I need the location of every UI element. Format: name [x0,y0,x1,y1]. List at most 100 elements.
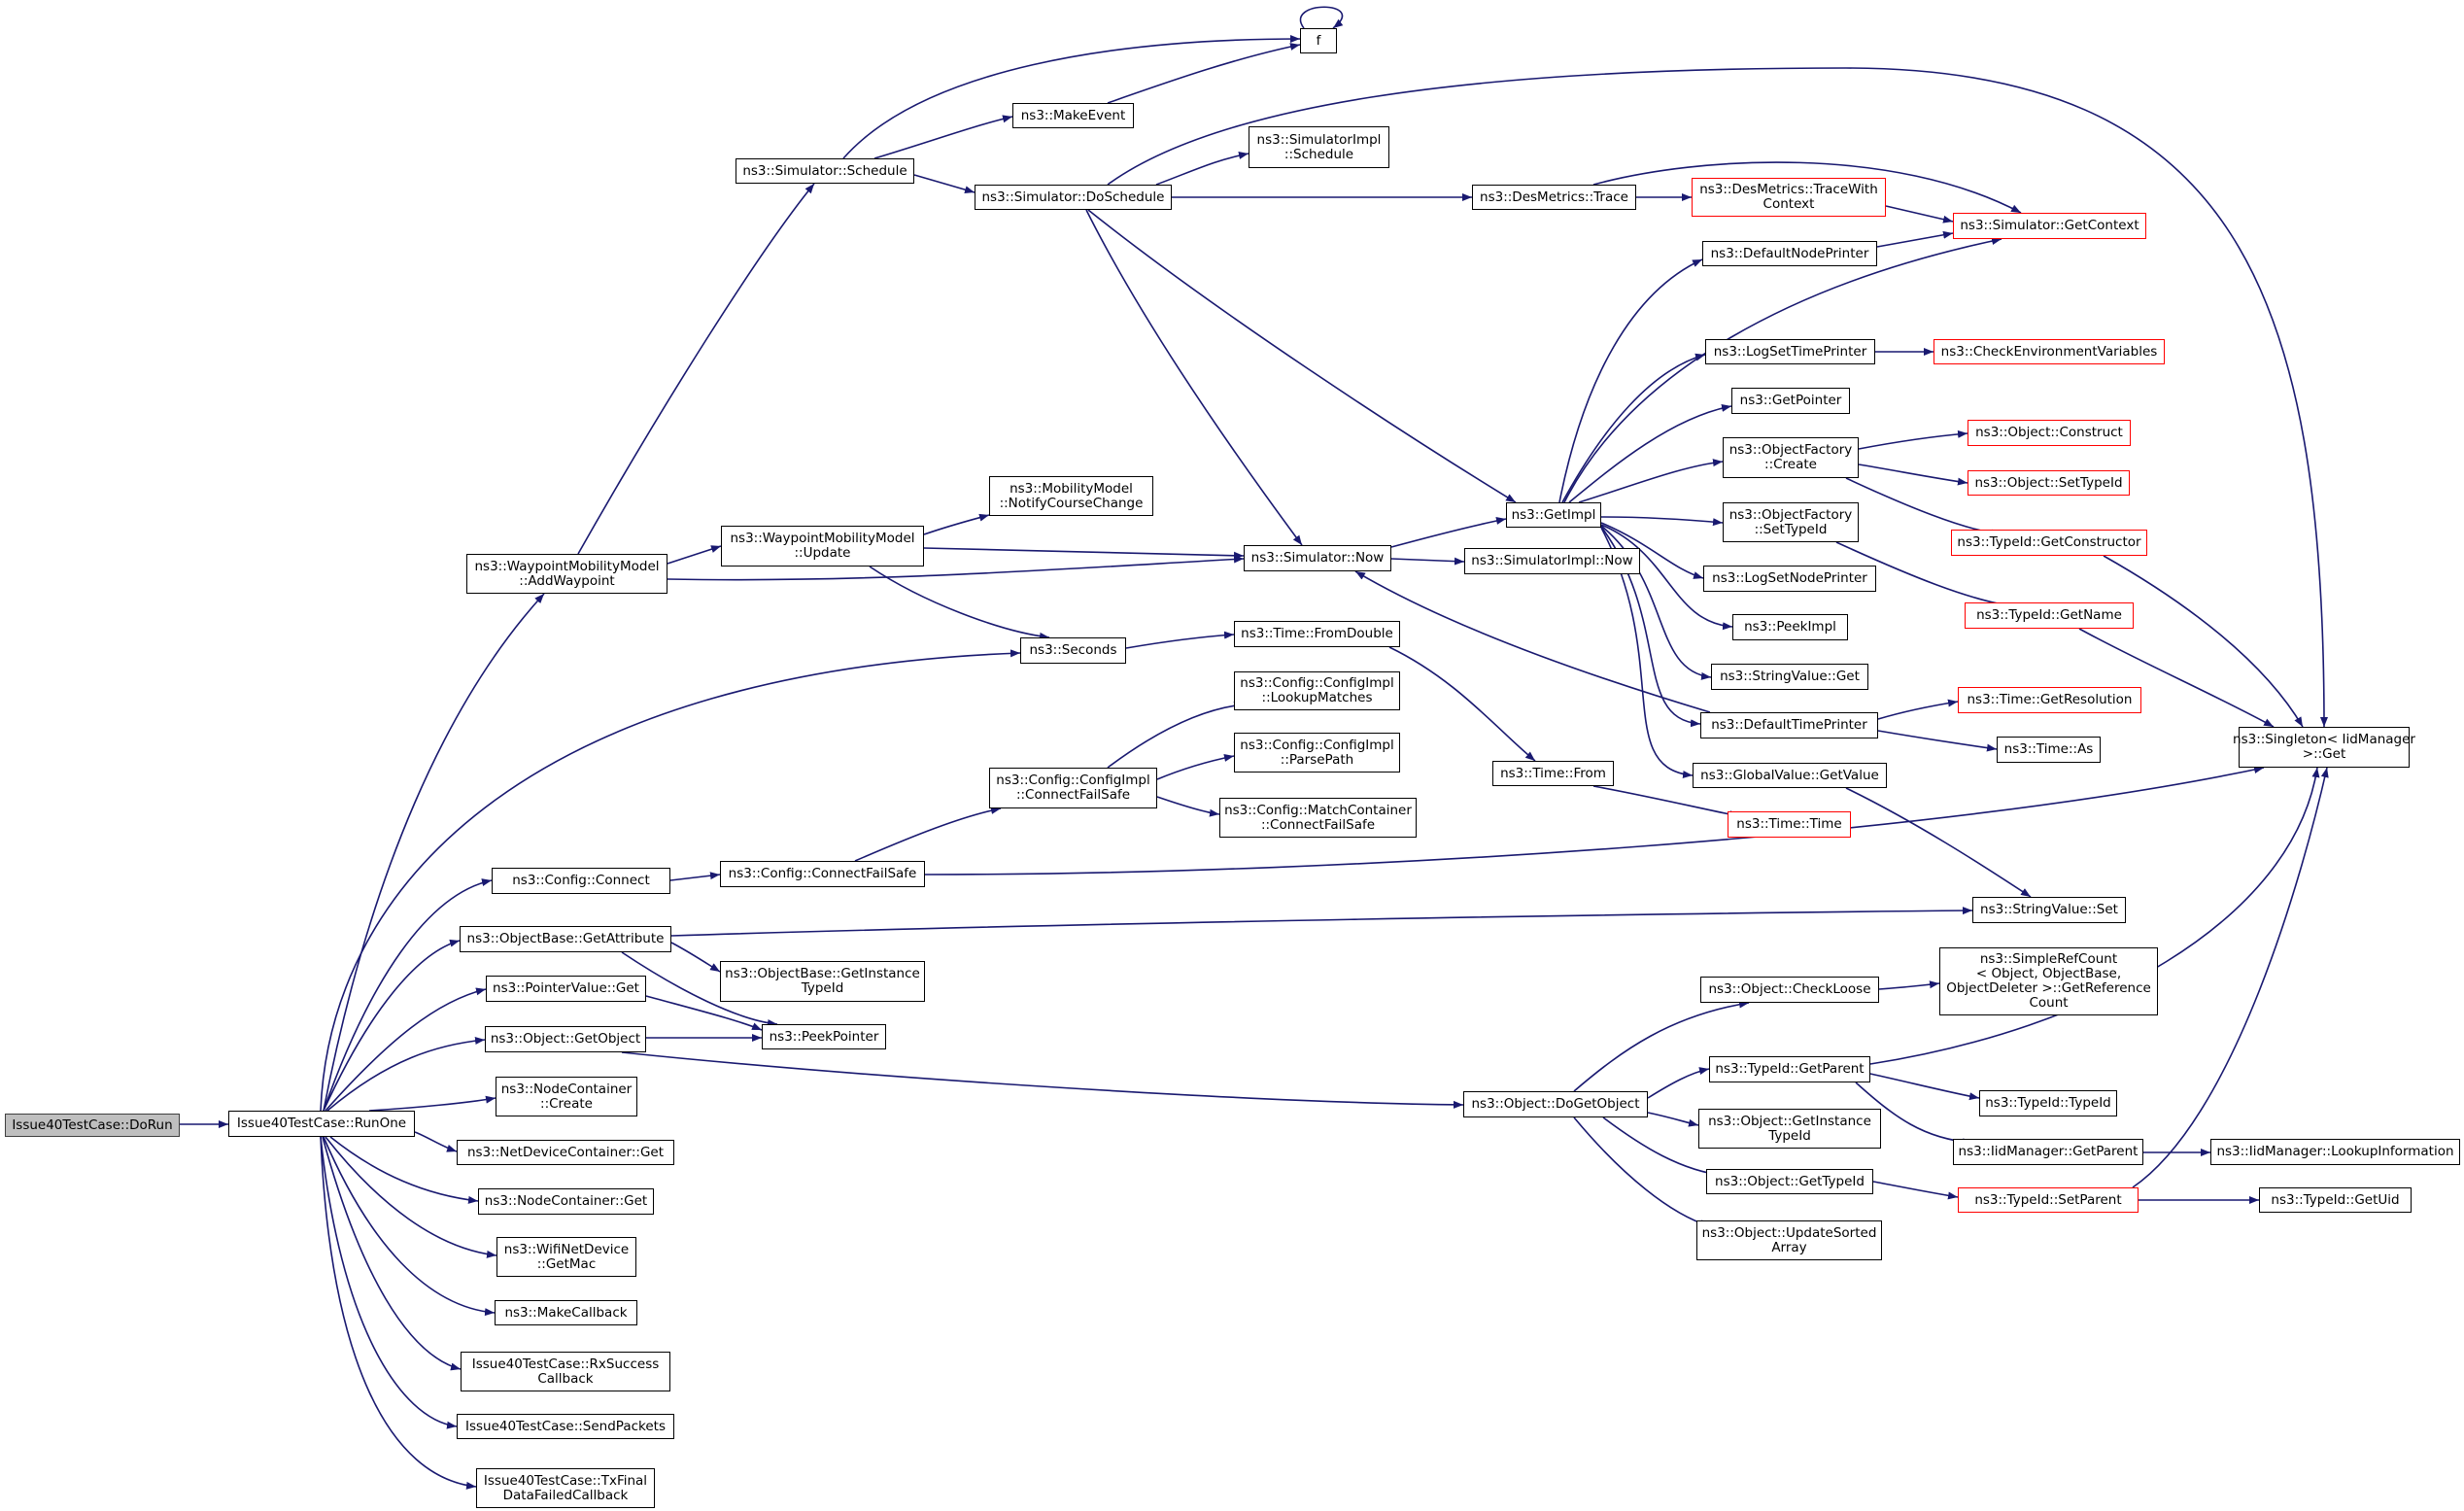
node-wifigetmac[interactable]: ns3::WifiNetDevice::GetMac [496,1237,636,1277]
node-cfgimplconnect[interactable]: ns3::Config::ConfigImpl::ConnectFailSafe [989,768,1157,808]
node-cfgconnectfs[interactable]: ns3::Config::ConnectFailSafe [720,861,925,887]
node-label-line: ns3::TypeId::GetUid [2271,1191,2400,1208]
node-schedule[interactable]: ns3::Simulator::Schedule [736,158,914,184]
node-label-line: ns3::Config::ConnectFailSafe [728,866,917,881]
node-cfgconnect[interactable]: ns3::Config::Connect [492,868,670,894]
node-dorun[interactable]: Issue40TestCase::DoRun [5,1114,180,1137]
node-simimplschedule[interactable]: ns3::SimulatorImpl::Schedule [1249,126,1389,168]
node-objfactsettypeid[interactable]: ns3::ObjectFactory::SetTypeId [1723,502,1859,542]
node-getimpl[interactable]: ns3::GetImpl [1506,502,1601,528]
node-wpmupdate[interactable]: ns3::WaypointMobilityModel::Update [721,526,924,567]
edge-runone-to-cfgconnect [323,878,493,1112]
call-edges [180,6,2329,1490]
edge-schedule-to-f [842,35,1301,159]
node-parsepath[interactable]: ns3::Config::ConfigImpl::ParsePath [1234,733,1400,773]
edge-getimpl-to-defnodeprinter [1558,258,1703,503]
node-label-line: ns3::PeekPointer [769,1028,879,1045]
edge-typeidgetparent-to-typeidtypeid [1869,1073,1980,1101]
node-objgettypeid[interactable]: ns3::Object::GetTypeId [1706,1169,1873,1194]
node-label-line: ::ConnectFailSafe [1015,787,1131,803]
edge-cfgimplconnect-to-matchcontainer [1156,796,1220,817]
node-dogetobject[interactable]: ns3::Object::DoGetObject [1463,1091,1648,1117]
node-destrace[interactable]: ns3::DesMetrics::Trace [1472,185,1636,210]
node-makeevent[interactable]: ns3::MakeEvent [1012,103,1134,128]
node-label-line: ns3::ObjectBase::GetAttribute [466,931,665,946]
node-label-line: ns3::IidManager::GetParent [1958,1144,2139,1159]
node-timetime[interactable]: ns3::Time::Time [1728,811,1851,838]
edge-runone-to-netdeviceget [414,1131,458,1152]
node-timeas[interactable]: ns3::Time::As [1997,737,2101,763]
node-notifycourse[interactable]: ns3::MobilityModel::NotifyCourseChange [989,476,1153,516]
node-sendpackets[interactable]: Issue40TestCase::SendPackets [457,1414,674,1439]
node-objconstruct[interactable]: ns3::Object::Construct [1968,420,2131,446]
node-label-line: ns3::DesMetrics::Trace [1480,189,1628,205]
node-objsettypeid[interactable]: ns3::Object::SetTypeId [1968,470,2130,496]
edge-typeidgetparent-to-singletonget [1869,767,2320,1065]
node-nodecontainerget[interactable]: ns3::NodeContainer::Get [478,1188,654,1215]
node-lookupinfo[interactable]: ns3::IidManager::LookupInformation [2210,1139,2460,1165]
node-peekpointer[interactable]: ns3::PeekPointer [762,1024,886,1049]
node-lookupmatches[interactable]: ns3::Config::ConfigImpl::LookupMatches [1234,671,1400,710]
node-peekimpl[interactable]: ns3::PeekImpl [1732,614,1848,640]
node-getconstructor[interactable]: ns3::TypeId::GetConstructor [1951,530,2147,556]
node-timefromdouble[interactable]: ns3::Time::FromDouble [1234,621,1400,647]
node-objfactcreate[interactable]: ns3::ObjectFactory::Create [1723,437,1859,478]
node-f[interactable]: f [1300,28,1337,53]
node-makecallback[interactable]: ns3::MakeCallback [495,1300,637,1325]
node-label-line: ns3::Simulator::DoSchedule [981,189,1165,205]
edge-timefromdouble-to-timefrom [1388,646,1536,762]
node-objgetobject[interactable]: ns3::Object::GetObject [485,1026,646,1052]
node-stringvalueget[interactable]: ns3::StringValue::Get [1711,664,1868,690]
node-deftimeprinter[interactable]: ns3::DefaultTimePrinter [1700,712,1878,738]
node-getattribute[interactable]: ns3::ObjectBase::GetAttribute [460,926,671,952]
node-label-line: Count [2029,995,2069,1011]
node-netdeviceget[interactable]: ns3::NetDeviceContainer::Get [457,1140,674,1165]
node-getresolution[interactable]: ns3::Time::GetResolution [1958,687,2141,713]
node-typeidtypeid[interactable]: ns3::TypeId::TypeId [1979,1090,2117,1116]
node-simnow[interactable]: ns3::Simulator::Now [1244,545,1391,571]
node-runone[interactable]: Issue40TestCase::RunOne [228,1111,415,1137]
node-singletonget[interactable]: ns3::Singleton< IidManager>::Get [2233,727,2415,768]
node-logsettimeprinter[interactable]: ns3::LogSetTimePrinter [1705,339,1875,364]
node-label-line: ::LookupMatches [1261,690,1373,705]
node-doschedule[interactable]: ns3::Simulator::DoSchedule [975,185,1172,210]
node-label-line: ns3::Singleton< IidManager [2233,732,2415,747]
edge-schedule-to-makeevent [873,115,1013,159]
node-getname[interactable]: ns3::TypeId::GetName [1965,602,2134,629]
node-label-line: ns3::TypeId::GetConstructor [1957,534,2141,550]
node-label-line: ns3::DesMetrics::TraceWith [1699,182,1878,197]
node-getuid[interactable]: ns3::TypeId::GetUid [2259,1187,2412,1213]
node-timefrom[interactable]: ns3::Time::From [1492,761,1614,786]
edge-doschedule-to-getimpl [1087,209,1517,503]
node-iidgetparent[interactable]: ns3::IidManager::GetParent [1953,1139,2143,1165]
edge-timefrom-to-timetime [1592,785,1740,818]
node-defnodeprinter[interactable]: ns3::DefaultNodePrinter [1702,241,1877,266]
node-typeidsetparent[interactable]: ns3::TypeId::SetParent [1958,1187,2139,1213]
node-label-line: ::NotifyCourseChange [999,495,1144,511]
node-typeidgetparent[interactable]: ns3::TypeId::GetParent [1709,1056,1870,1082]
node-logsetnodeprinter[interactable]: ns3::LogSetNodePrinter [1703,566,1876,592]
node-globalvalueget[interactable]: ns3::GlobalValue::GetValue [1693,763,1887,788]
node-checkenv[interactable]: ns3::CheckEnvironmentVariables [1934,339,2165,364]
node-checkloose[interactable]: ns3::Object::CheckLoose [1700,977,1879,1003]
node-simimplnow[interactable]: ns3::SimulatorImpl::Now [1464,548,1640,574]
node-addwaypoint[interactable]: ns3::WaypointMobilityModel::AddWaypoint [466,554,667,594]
node-getpointer[interactable]: ns3::GetPointer [1731,388,1850,414]
node-seconds[interactable]: ns3::Seconds [1020,637,1126,664]
node-stringvalueset[interactable]: ns3::StringValue::Set [1972,897,2126,923]
edge-runone-to-objgetobject [326,1037,486,1112]
node-matchcontainer[interactable]: ns3::Config::MatchContainer::ConnectFail… [1219,798,1417,838]
node-label-line: ObjectDeleter >::GetReference [1946,980,2151,996]
node-nodecontainercreate[interactable]: ns3::NodeContainer::Create [496,1077,637,1116]
edge-deftimeprinter-to-getresolution [1877,699,1959,720]
node-pointervalueget[interactable]: ns3::PointerValue::Get [486,976,646,1002]
node-simplerefcount[interactable]: ns3::SimpleRefCount< Object, ObjectBase,… [1939,947,2158,1015]
node-getcontext[interactable]: ns3::Simulator::GetContext [1953,213,2146,239]
node-label-line: ::ConnectFailSafe [1260,816,1376,833]
